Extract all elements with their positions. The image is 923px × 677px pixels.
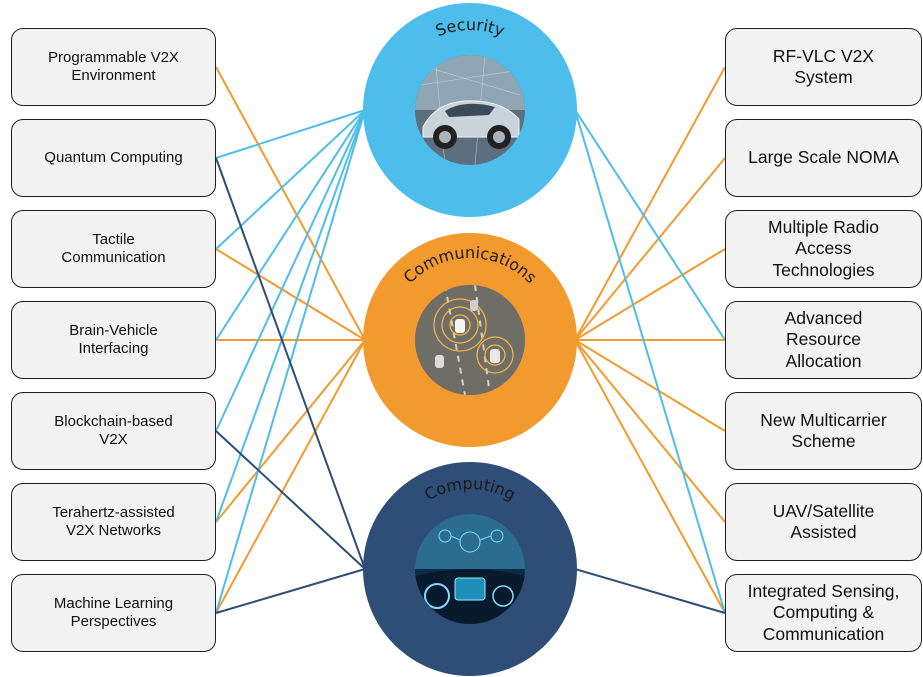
link-communications-right-1 — [574, 157, 726, 341]
link-communications-left-0 — [215, 66, 366, 341]
right-item-large-scale-noma[interactable]: Large Scale NOMA — [725, 119, 922, 197]
svg-text:Communications: Communications — [400, 243, 541, 287]
link-security-left-1 — [215, 109, 366, 159]
right-item-isac[interactable]: Integrated Sensing, Computing & Communic… — [725, 574, 922, 652]
left-item-label: Machine Learning Perspectives — [53, 594, 174, 630]
link-security-left-2 — [215, 109, 366, 250]
hub-communications-title: Communications — [400, 243, 541, 287]
svg-text:Security: Security — [433, 15, 507, 40]
link-communications-right-2 — [574, 248, 726, 341]
link-security-left-3 — [215, 109, 366, 341]
link-communications-right-6 — [574, 339, 726, 614]
v2x-traffic-image — [415, 285, 525, 395]
svg-text:Computing: Computing — [421, 474, 519, 504]
left-item-label: Blockchain-based V2X — [54, 412, 173, 448]
right-item-label: Advanced Resource Allocation — [784, 307, 863, 371]
hub-security[interactable]: Security — [363, 3, 577, 217]
right-item-uav-satellite[interactable]: UAV/Satellite Assisted — [725, 483, 922, 561]
right-item-resource-allocation[interactable]: Advanced Resource Allocation — [725, 301, 922, 379]
link-computing-left-6 — [215, 568, 366, 614]
link-computing-left-1 — [215, 157, 366, 570]
right-item-label: Multiple Radio Access Technologies — [768, 216, 879, 280]
link-communications-left-2 — [215, 248, 366, 341]
link-communications-right-0 — [574, 66, 726, 341]
hub-computing[interactable]: Computing — [363, 462, 577, 676]
left-item-brain-vehicle[interactable]: Brain-Vehicle Interfacing — [11, 301, 216, 379]
left-item-label: Quantum Computing — [44, 148, 183, 166]
connected-car-image — [415, 55, 525, 165]
link-security-right-3 — [574, 109, 726, 341]
left-item-terahertz-v2x[interactable]: Terahertz-assisted V2X Networks — [11, 483, 216, 561]
right-item-multiple-rat[interactable]: Multiple Radio Access Technologies — [725, 210, 922, 288]
left-item-blockchain-v2x[interactable]: Blockchain-based V2X — [11, 392, 216, 470]
link-security-left-5 — [215, 109, 366, 523]
right-item-label: Integrated Sensing, Computing & Communic… — [747, 580, 900, 644]
right-item-label: RF-VLC V2X System — [772, 45, 875, 87]
link-computing-left-4 — [215, 430, 366, 570]
link-security-right-6 — [574, 109, 726, 614]
left-item-quantum-computing[interactable]: Quantum Computing — [11, 119, 216, 197]
link-security-left-4 — [215, 109, 366, 432]
left-item-label: Terahertz-assisted V2X Networks — [52, 503, 175, 539]
right-item-rf-vlc[interactable]: RF-VLC V2X System — [725, 28, 922, 106]
left-item-tactile-communication[interactable]: Tactile Communication — [11, 210, 216, 288]
autonomous-cockpit-image — [415, 514, 525, 624]
link-communications-left-6 — [215, 339, 366, 614]
left-item-programmable-v2x[interactable]: Programmable V2X Environment — [11, 28, 216, 106]
link-communications-right-5 — [574, 339, 726, 523]
hub-communications[interactable]: Communications — [363, 233, 577, 447]
right-item-label: New Multicarrier Scheme — [760, 409, 887, 451]
link-communications-left-5 — [215, 339, 366, 523]
left-item-label: Tactile Communication — [61, 230, 166, 266]
hub-computing-title: Computing — [421, 474, 519, 504]
left-item-label: Brain-Vehicle Interfacing — [69, 321, 158, 357]
right-item-label: Large Scale NOMA — [748, 147, 899, 168]
link-communications-right-4 — [574, 339, 726, 432]
right-item-multicarrier[interactable]: New Multicarrier Scheme — [725, 392, 922, 470]
left-item-machine-learning[interactable]: Machine Learning Perspectives — [11, 574, 216, 652]
right-item-label: UAV/Satellite Assisted — [772, 500, 875, 542]
left-item-label: Programmable V2X Environment — [48, 48, 179, 84]
link-computing-right-6 — [574, 568, 726, 614]
hub-security-title: Security — [433, 15, 507, 40]
